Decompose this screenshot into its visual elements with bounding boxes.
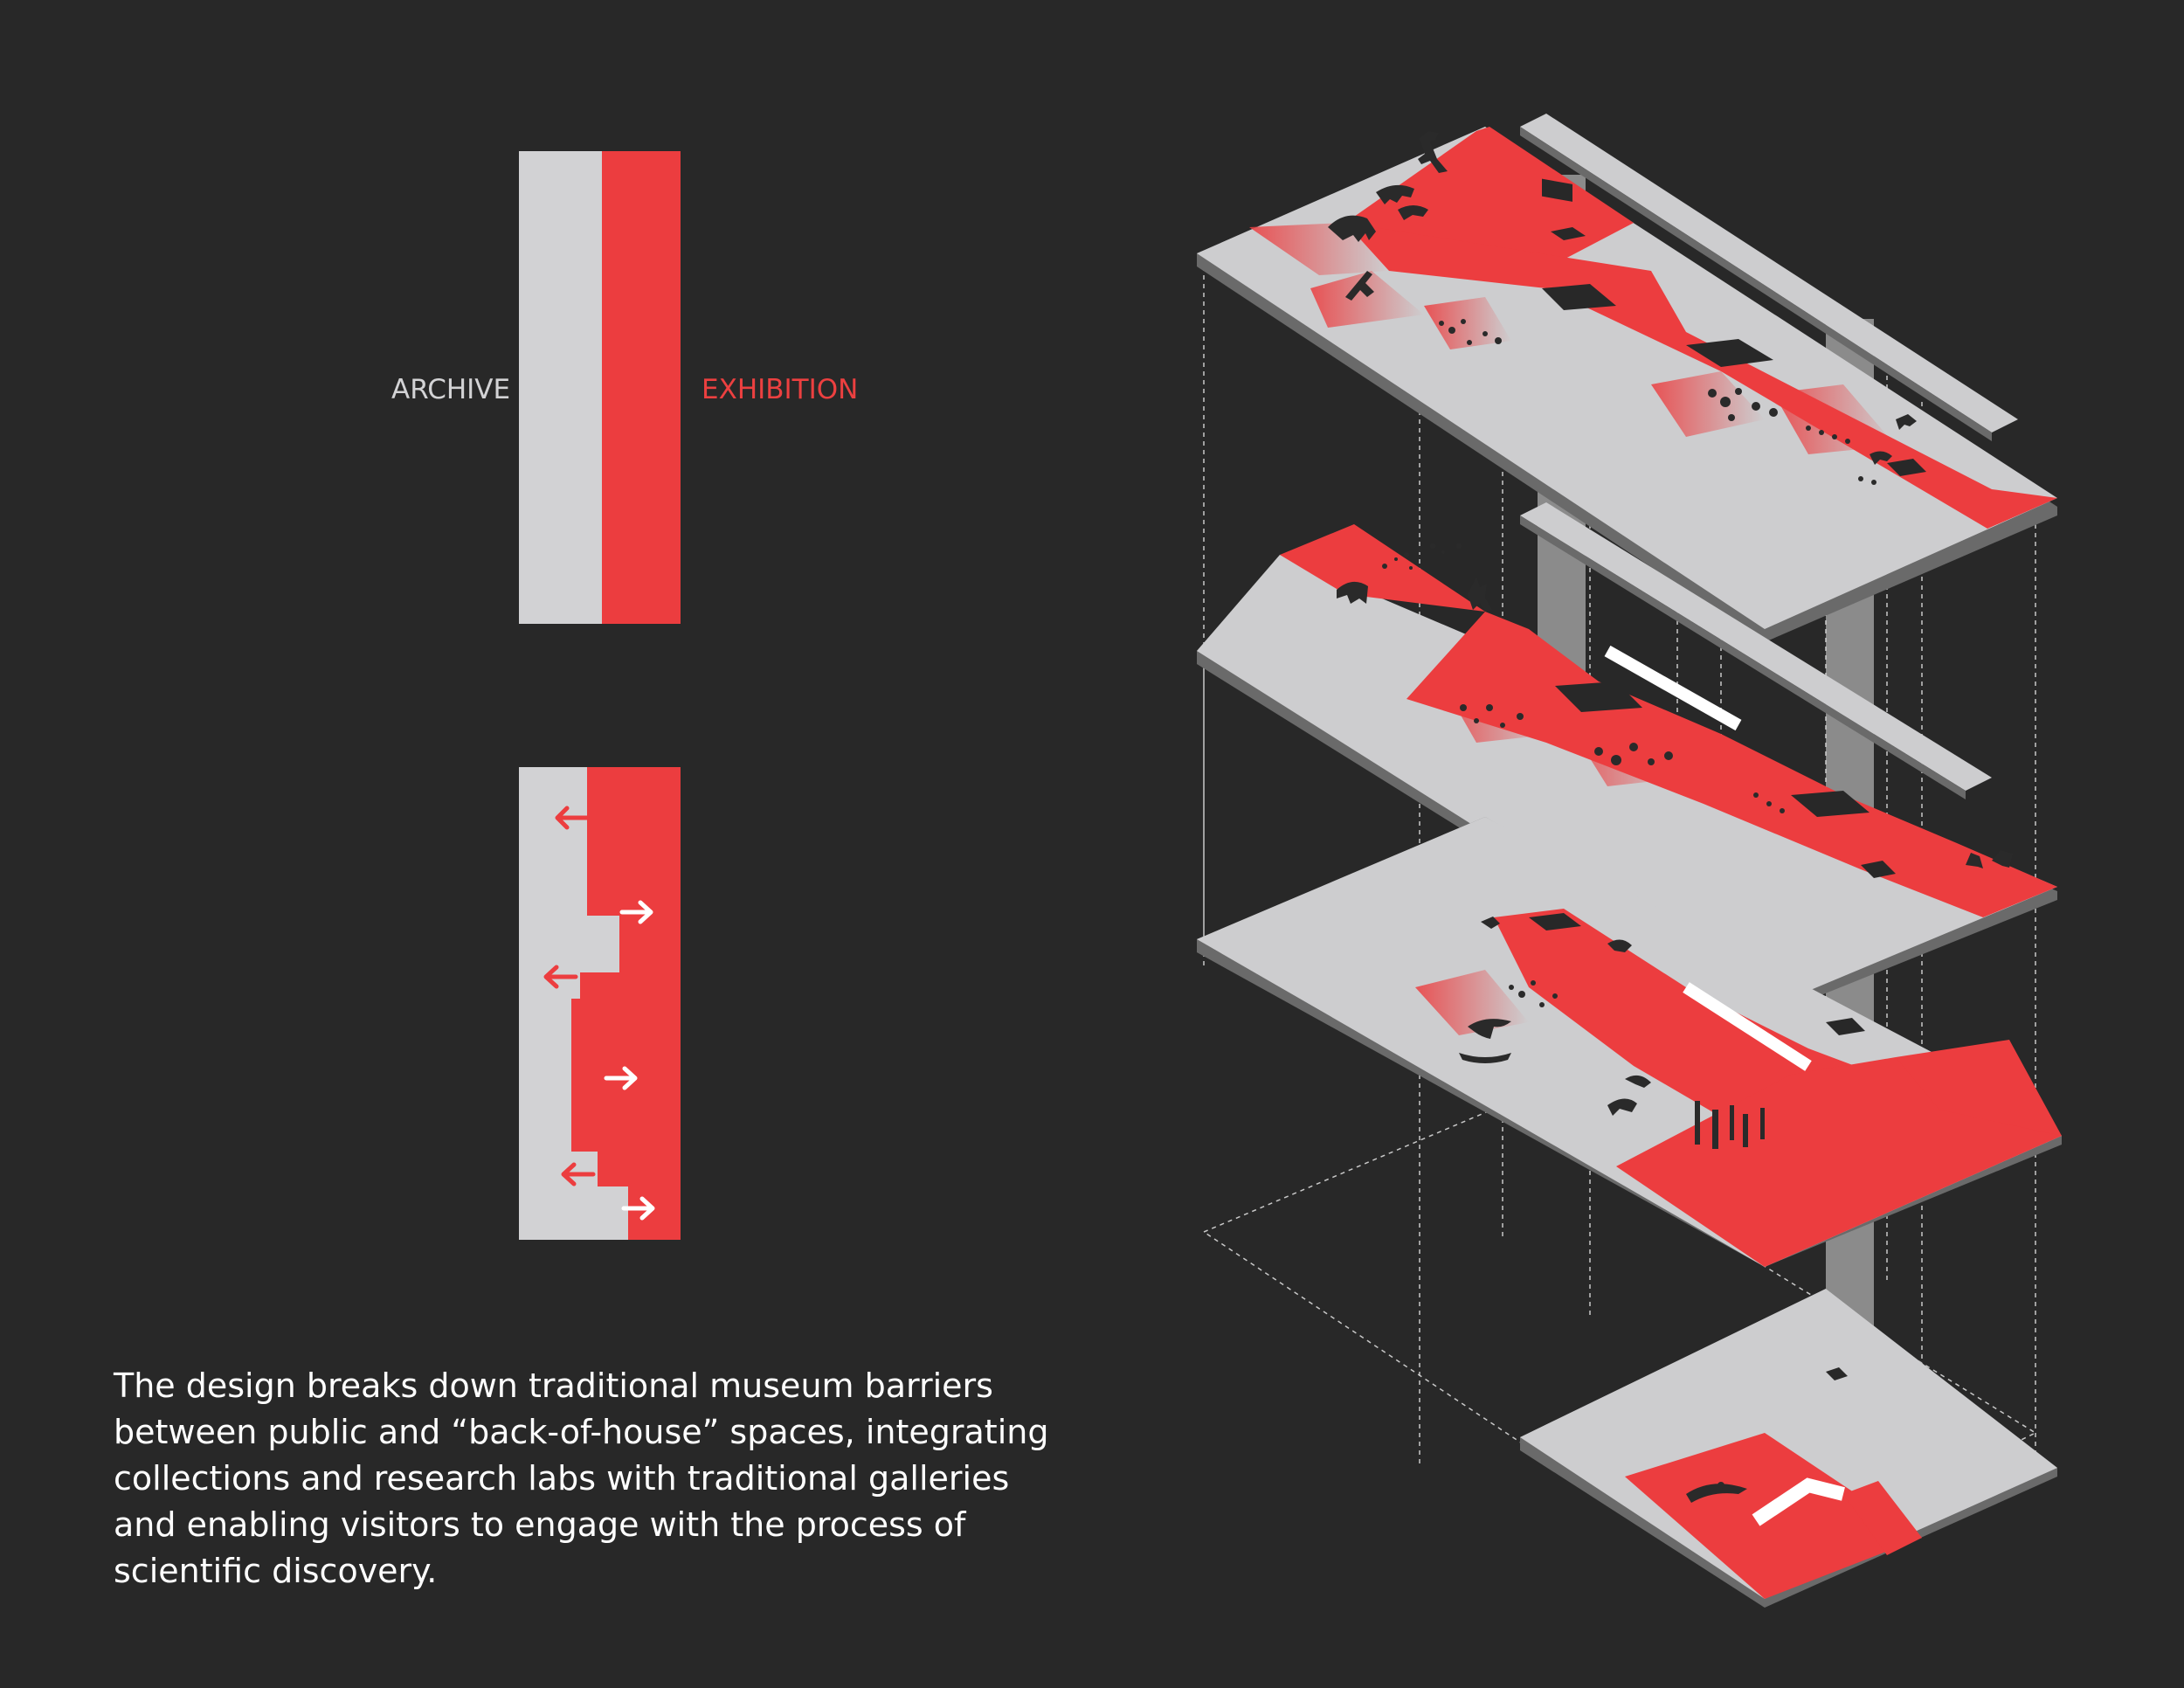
floor-level-1 (1520, 1289, 2057, 1608)
dinosaur-silhouette-icon (1328, 131, 1917, 465)
whale-silhouette-icon (1468, 1019, 1511, 1039)
staircase-icon (1604, 645, 1742, 731)
floor-level-3 (1197, 524, 2057, 1018)
description-text: The design breaks down traditional museu… (114, 1366, 1049, 1590)
bear-silhouette-icon (1337, 581, 1368, 604)
exhibition-bar (602, 151, 681, 624)
middle-walkway (1520, 502, 1992, 799)
fossil-silhouette-icon (1686, 1482, 1747, 1503)
arrow-right-icon (604, 1066, 638, 1090)
floor-level-4 (1197, 127, 2057, 642)
mammoth-silhouette-icon (1328, 215, 1376, 242)
floor-level-2 (1197, 817, 2062, 1267)
arrow-left-icon (555, 806, 590, 830)
interlock-red-region (571, 767, 681, 1240)
arrow-right-icon (621, 1196, 655, 1221)
interlock-diagram (519, 767, 681, 1240)
arrow-right-icon (619, 900, 653, 924)
staircase-icon (1752, 1477, 1845, 1526)
archive-bar (519, 151, 602, 624)
deer-silhouette-icon (1468, 577, 1492, 612)
exhibition-label: EXHIBITION (702, 374, 859, 405)
artifact-specimens (1439, 319, 1876, 485)
arrow-left-icon (543, 965, 578, 989)
exploded-axonometric-diagram (1197, 114, 2062, 1608)
arrow-left-icon (561, 1162, 596, 1186)
staircase-icon (1683, 982, 1812, 1071)
upper-walkway (1520, 114, 2018, 441)
totem-poles-icon (1695, 1101, 1765, 1149)
archive-label: ARCHIVE (391, 374, 511, 405)
